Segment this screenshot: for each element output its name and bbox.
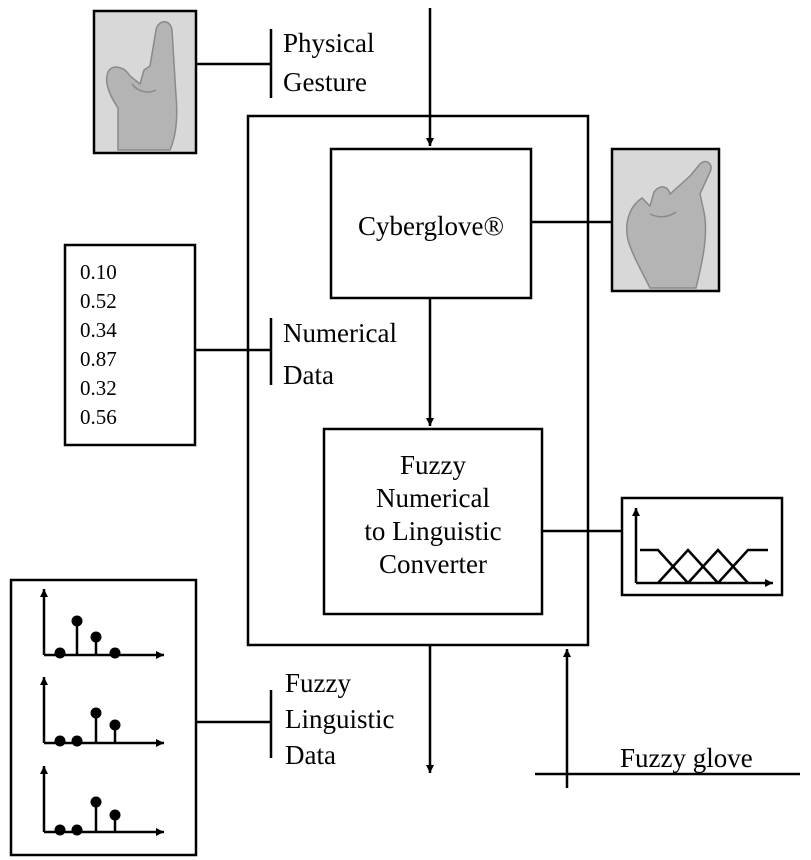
label-gesture: Gesture — [283, 67, 367, 97]
hand-gesture-photo — [610, 147, 721, 293]
system-box — [246, 114, 590, 647]
label-numerical: Numerical — [283, 318, 397, 348]
label-converter-line-2: Numerical — [376, 483, 490, 513]
numerical-values-list: 0.10 0.52 0.34 0.87 0.32 0.56 — [80, 258, 117, 432]
fuzzy-membership-functions-graph — [620, 496, 784, 597]
label-converter-line-3: to Linguistic — [364, 516, 502, 546]
stem-plot-3 — [40, 766, 164, 836]
numerical-value: 0.10 — [80, 260, 117, 284]
linguistic-stem-plots — [9, 578, 198, 857]
stem-plot-1 — [40, 589, 164, 659]
label-numerical-data: Numerical Data — [283, 317, 397, 391]
numerical-value: 0.52 — [80, 289, 117, 313]
numerical-value: 0.87 — [80, 347, 117, 371]
numerical-value: 0.34 — [80, 318, 117, 342]
converter-box — [322, 427, 544, 616]
label-fuzzy-linguistic-data: Fuzzy Linguistic Data — [285, 665, 395, 773]
numerical-data-box — [63, 243, 197, 447]
numerical-value: 0.32 — [80, 376, 117, 400]
numerical-value: 0.56 — [80, 405, 117, 429]
label-cyberglove: Cyberglove® — [358, 211, 504, 241]
label-converter-line-4: Converter — [379, 549, 487, 579]
label-physical-gesture: Physical Gesture — [283, 27, 375, 98]
stem-plot-2 — [40, 677, 164, 747]
hand-pointing-up-photo — [92, 9, 198, 155]
label-linguistic-data: Data — [285, 740, 336, 770]
label-linguistic: Linguistic — [285, 704, 395, 734]
label-data: Data — [283, 360, 334, 390]
label-fuzzy: Fuzzy — [285, 668, 351, 698]
label-fuzzy-glove: Fuzzy glove — [620, 743, 753, 773]
label-converter-line-1: Fuzzy — [400, 450, 466, 480]
label-converter: Fuzzy Numerical to Linguistic Converter — [324, 449, 542, 581]
label-physical: Physical — [283, 28, 375, 58]
